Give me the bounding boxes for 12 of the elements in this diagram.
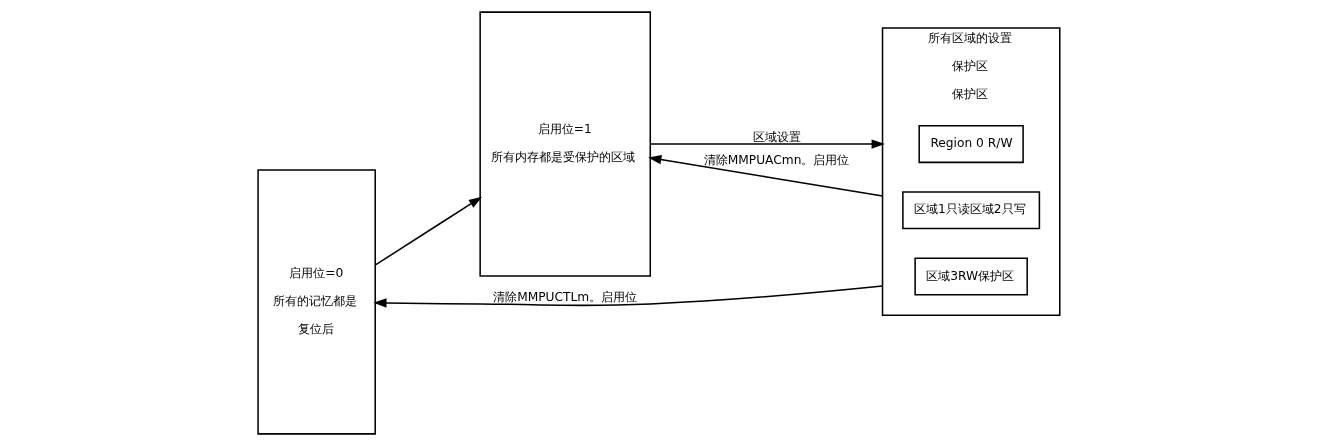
node-box: 启用位=0 所有的记忆都是 复位后 <box>257 169 376 435</box>
arrow <box>649 139 885 149</box>
edge-label: 清除MMPUCTLm。启用位 <box>493 289 638 304</box>
node-box: 区域3RW保护区 <box>914 257 1028 296</box>
arrow <box>648 155 884 197</box>
arrow <box>374 196 483 266</box>
node-box: Region 0 R/W <box>918 124 1024 164</box>
edge-label: 区域设置 <box>752 129 801 144</box>
node-box: 启用位=1 所有内存都是受保护的区域 <box>479 11 652 277</box>
edge-label: 清除MMPUACmn。启用位 <box>703 153 850 168</box>
node-box: 区域1只读区域2只写 <box>902 191 1041 230</box>
arrow <box>373 285 884 308</box>
